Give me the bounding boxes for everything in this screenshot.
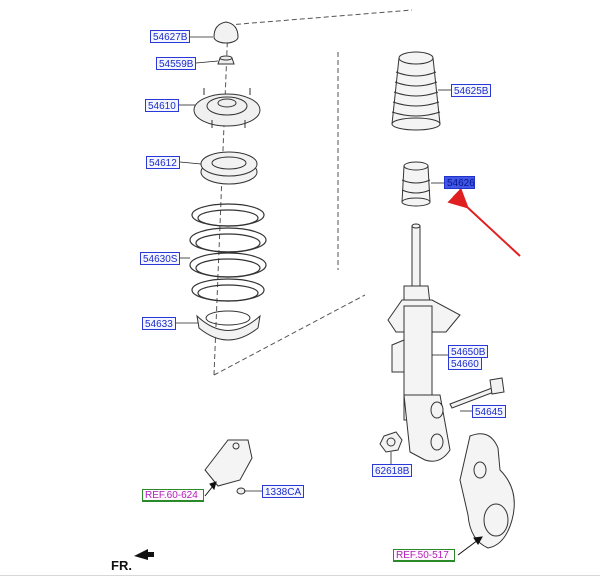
label-54626[interactable]: 54626 — [444, 176, 475, 189]
dust-boot-part — [391, 51, 441, 131]
small-bolt-part — [236, 487, 246, 495]
label-54610[interactable]: 54610 — [145, 99, 179, 112]
strut-bearing-part — [200, 151, 258, 185]
label-54630s[interactable]: 54630S — [140, 252, 180, 265]
leader-lines — [176, 36, 472, 492]
steering-knuckle-part — [459, 433, 515, 549]
highlight-pointer-arrow — [447, 187, 521, 257]
bottom-divider — [0, 575, 600, 576]
label-54633[interactable]: 54633 — [142, 317, 176, 330]
label-54627b[interactable]: 54627B — [150, 30, 190, 43]
label-54625b[interactable]: 54625B — [451, 84, 491, 97]
bump-stopper-part — [401, 161, 431, 207]
strut-assembly-part — [387, 223, 461, 462]
flange-nut-part — [379, 431, 403, 453]
strut-bolt-part — [449, 377, 505, 409]
spring-seat-part — [196, 310, 261, 341]
label-54559b[interactable]: 54559B — [156, 57, 196, 70]
label-54660[interactable]: 54660 — [448, 357, 482, 370]
ref-pointer-arrows — [204, 481, 483, 556]
label-54645[interactable]: 54645 — [472, 405, 506, 418]
ref-label-60-624[interactable]: REF.60-624 — [142, 489, 204, 502]
label-54612[interactable]: 54612 — [146, 156, 180, 169]
bracket-part — [204, 439, 253, 487]
ref-label-50-517[interactable]: REF.50-517 — [393, 549, 455, 562]
dashed-boundary — [213, 9, 413, 376]
label-62618b[interactable]: 62618B — [372, 464, 412, 477]
front-direction-label: FR. — [111, 558, 132, 573]
coil-spring-part — [189, 203, 267, 302]
fr-arrow-icon — [134, 549, 154, 560]
label-1338ca[interactable]: 1338CA — [262, 485, 304, 498]
strut-mount-part — [193, 88, 261, 128]
mount-cap-part — [213, 21, 239, 44]
mount-nut-part — [217, 55, 235, 65]
